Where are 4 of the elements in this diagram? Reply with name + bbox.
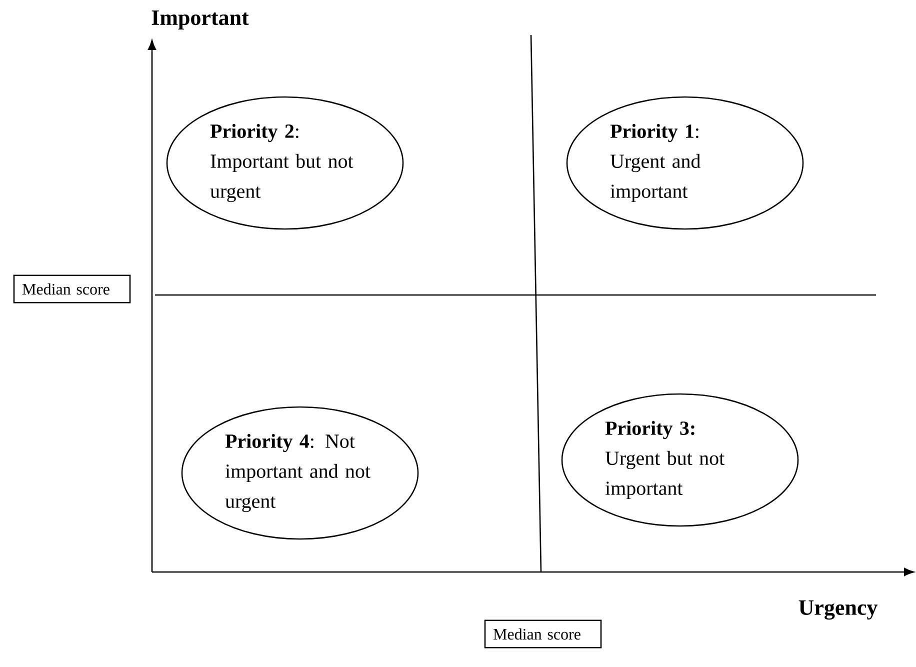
median-box: Median score [13, 274, 131, 304]
axis-title: Urgency [798, 600, 878, 620]
axis-title: Important [152, 10, 249, 30]
median-box: Median score [484, 620, 602, 648]
